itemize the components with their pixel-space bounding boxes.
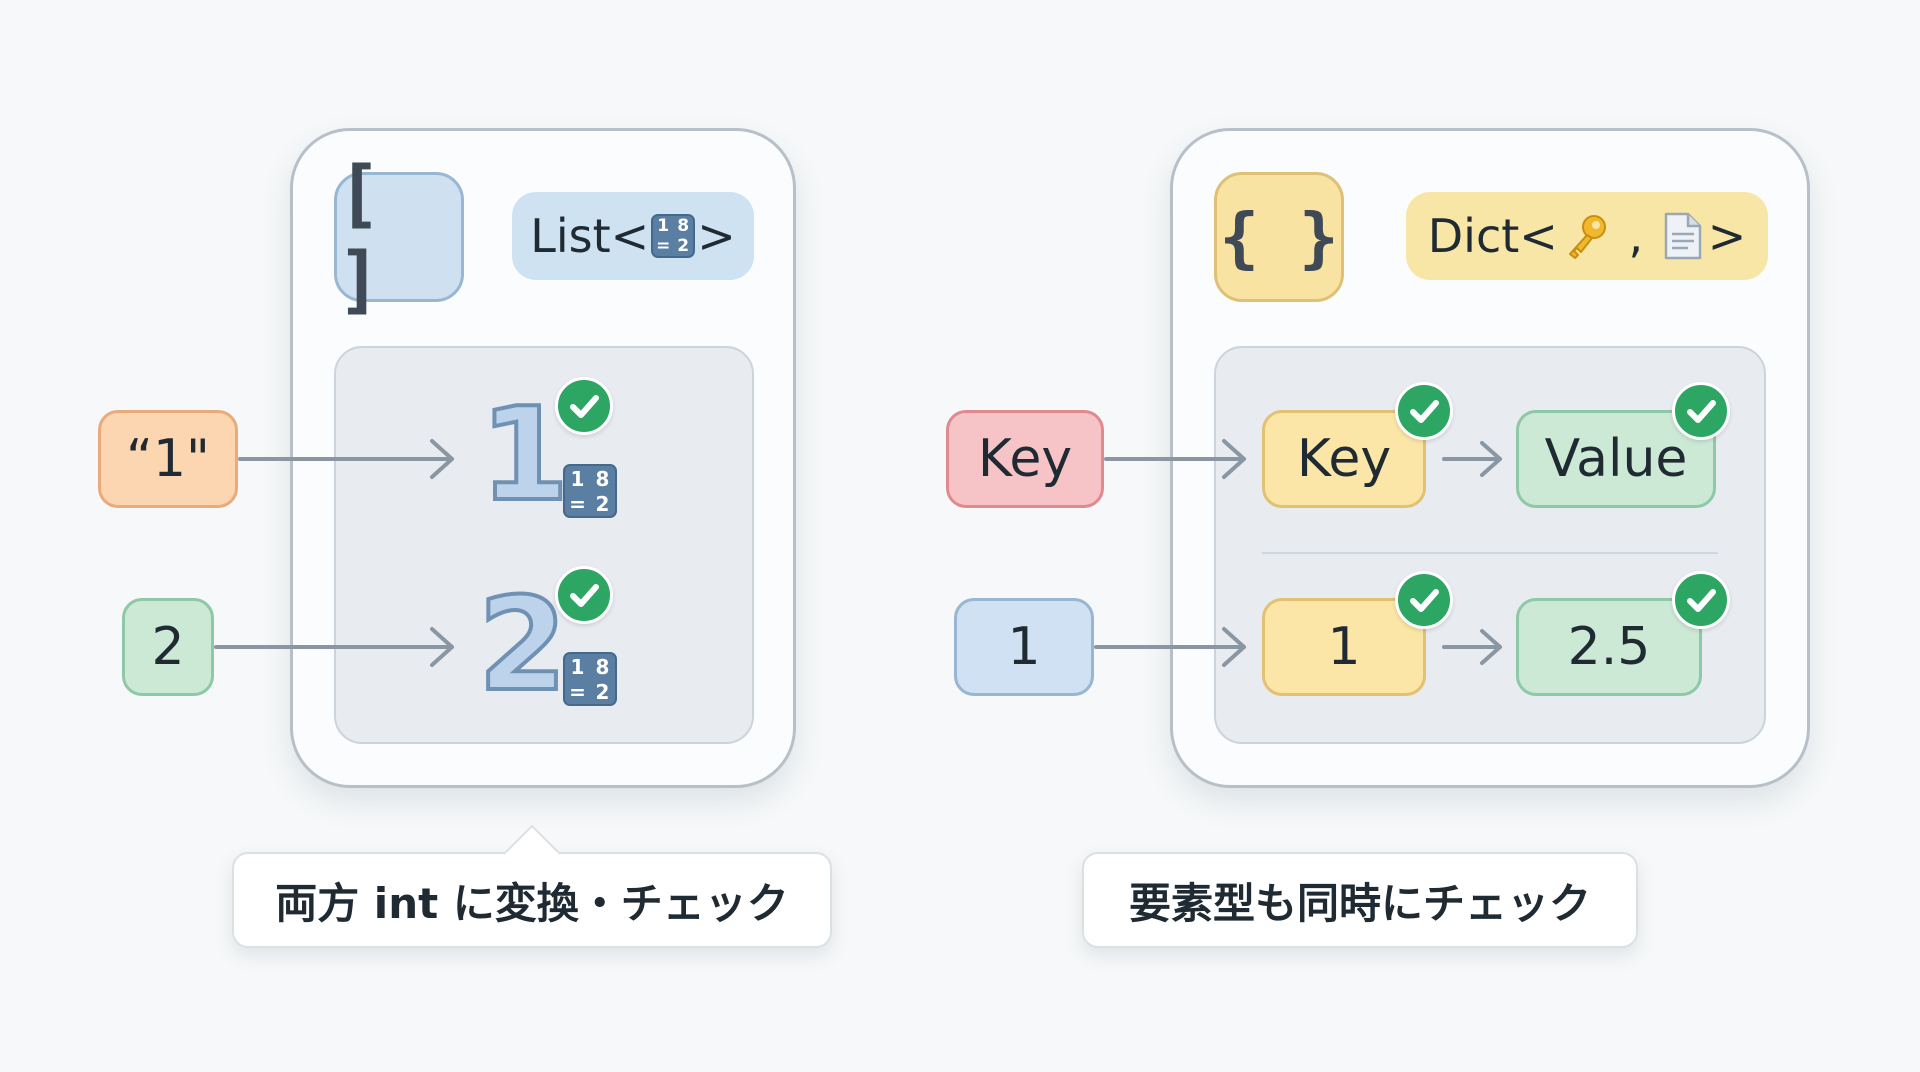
braces-icon: { } [1214,172,1344,302]
arrow-icon [214,627,454,667]
one-input-box: 1 [954,598,1094,696]
number-icon-br: 2 [677,235,690,256]
arrow-icon [1094,627,1246,667]
document-icon [1664,212,1701,260]
key-input-box: Key [946,410,1104,508]
dict-caption-text: 要素型も同時にチェック [1128,878,1591,928]
caption-pointer [503,824,561,856]
check-icon [1395,382,1453,440]
number-icon: 1 8 = 2 [563,652,617,706]
number-icon-tl: 1 [570,654,585,679]
list-type-prefix: List< [530,209,650,263]
dict-value-label: Value [1544,429,1688,489]
list-type-suffix: > [697,209,736,263]
check-icon [1672,382,1730,440]
key-input-label: Key [977,429,1073,489]
key-icon [1568,215,1606,259]
int-input-label: 2 [151,617,185,677]
arrow-icon [1104,439,1246,479]
string-input-box: “1" [98,410,238,508]
number-icon-bl: = [656,235,671,256]
string-input-label: “1" [126,429,210,489]
int-input-box: 2 [122,598,214,696]
list-caption: 両方 int に変換・チェック [232,852,832,948]
row-divider [1262,552,1718,554]
brackets-icon-glyph: [ ] [337,151,382,323]
number-icon-bl: = [569,679,586,704]
number-icon-tl: 1 [570,466,585,491]
list-caption-text: 両方 int に変換・チェック [275,878,789,928]
braces-icon-glyph: { } [1219,198,1339,276]
list-type-label: List< 1 8 = 2 > [512,192,754,280]
converted-int-2: 2 [476,571,569,720]
dict-value-box: 2.5 [1516,598,1702,696]
number-icon-br: 2 [595,491,610,516]
number-icon: 1 8 = 2 [651,214,696,258]
number-icon: 1 8 = 2 [563,464,617,518]
arrow-icon [238,439,454,479]
dict-key-label: Key [1296,429,1392,489]
dict-type-separator: , [1613,209,1658,263]
number-icon-tr: 8 [677,215,690,236]
brackets-icon: [ ] [334,151,464,323]
dict-value-box: Value [1516,410,1716,508]
dict-type-prefix: Dict< [1427,209,1558,263]
number-icon-br: 2 [595,679,610,704]
check-icon [1672,571,1730,629]
number-icon-tl: 1 [657,215,670,236]
dict-caption: 要素型も同時にチェック [1082,852,1638,948]
check-icon [555,566,613,624]
check-icon [555,377,613,435]
number-icon-tr: 8 [595,466,610,491]
dict-type-label: Dict< , > [1406,192,1768,280]
arrow-icon [1442,629,1502,665]
number-icon-bl: = [569,491,586,516]
arrow-icon [1442,441,1502,477]
dict-type-suffix: > [1707,209,1747,263]
list-conversion-area [334,346,754,744]
dict-value-label: 2.5 [1567,617,1651,677]
number-icon-tr: 8 [595,654,610,679]
one-input-label: 1 [1007,617,1041,677]
check-icon [1395,571,1453,629]
dict-key-label: 1 [1327,617,1361,677]
